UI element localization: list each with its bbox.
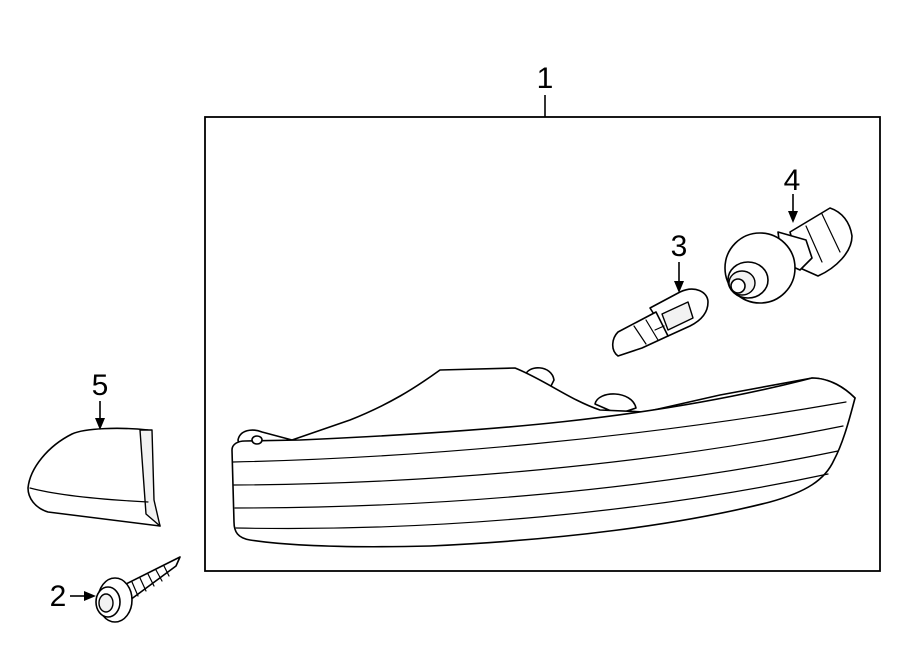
callout-1-label[interactable]: 1: [537, 62, 554, 95]
assembly-box: [204, 116, 881, 572]
lamp-housing[interactable]: [231, 367, 856, 548]
callout-2-arrow: [84, 591, 96, 601]
callout-3-label[interactable]: 3: [671, 230, 688, 263]
trim-cap[interactable]: [27, 427, 161, 527]
callout-5-arrow: [95, 418, 105, 430]
small-bulb[interactable]: [611, 288, 709, 357]
callout-3-arrow: [674, 281, 684, 293]
bulb-socket[interactable]: [724, 207, 853, 304]
callout-5-label[interactable]: 5: [92, 369, 109, 402]
callout-4-arrow: [788, 211, 798, 223]
mounting-screw[interactable]: [95, 556, 181, 623]
callout-2-label[interactable]: 2: [50, 580, 67, 613]
callout-4-label[interactable]: 4: [784, 164, 801, 197]
